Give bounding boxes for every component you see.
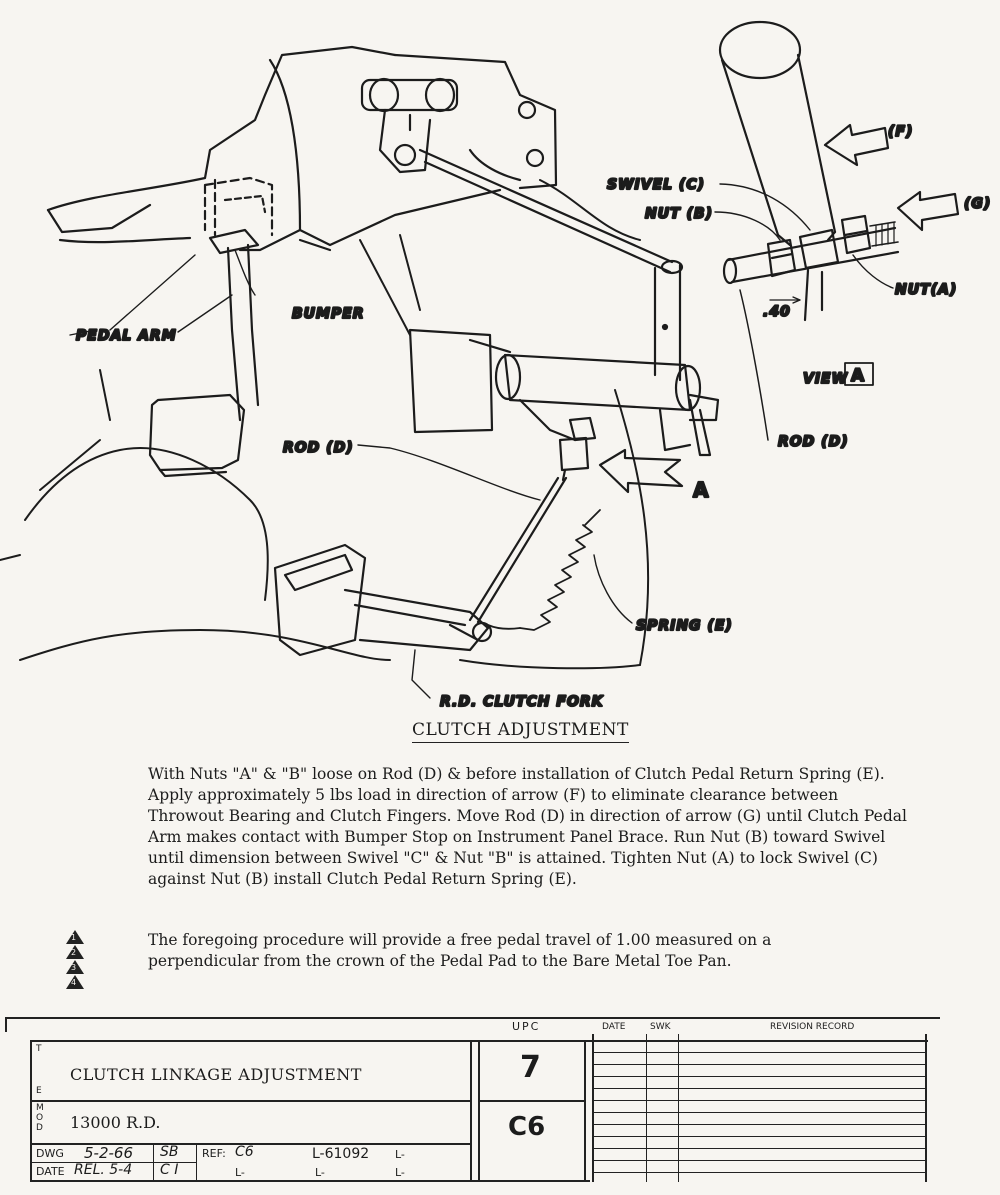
upc-value: 7 xyxy=(520,1050,541,1085)
label-view-word: VIEW xyxy=(803,371,848,387)
label-pedal-arm: PEDAL ARM xyxy=(76,328,177,344)
floor-panel xyxy=(0,179,650,670)
l-blank: L- xyxy=(315,1166,325,1179)
label-f: (F) xyxy=(888,124,913,140)
delta-mark: 2 xyxy=(66,945,84,959)
date-label: DATE xyxy=(36,1165,65,1178)
label-spring-e: SPRING (E) xyxy=(636,618,733,634)
title-suffix: E xyxy=(36,1086,42,1096)
section-code: C6 xyxy=(508,1112,546,1142)
model-number: 13000 R.D. xyxy=(70,1113,161,1132)
delta-mark: 3 xyxy=(66,960,84,974)
l-number: L-61092 xyxy=(312,1146,370,1162)
release-date: REL. 5-4 xyxy=(74,1162,133,1178)
model-prefix: MOD xyxy=(36,1103,44,1133)
delta-mark: 4 xyxy=(66,975,84,989)
revision-deltas: 1 2 3 4 xyxy=(66,930,90,990)
rod-d xyxy=(468,476,568,624)
bumper-bracket xyxy=(203,176,274,255)
clutch-fork xyxy=(273,543,493,657)
lower-swivel xyxy=(558,416,597,482)
ref-value: C6 xyxy=(235,1144,254,1160)
dwg-label: DWG xyxy=(36,1147,64,1160)
drawing-title: CLUTCH LINKAGE ADJUSTMENT xyxy=(70,1065,362,1084)
instrument-panel-brace xyxy=(46,45,558,252)
swk-header: SWK xyxy=(650,1022,671,1032)
rod-upper xyxy=(418,148,684,275)
label-g: (G) xyxy=(964,196,991,212)
view-a-detail xyxy=(718,20,900,441)
clutch-linkage-diagram: (F) (G) SWIVEL (C) NUT (B) NUT(A) .40 VI… xyxy=(0,20,991,711)
procedure-paragraph: With Nuts "A" & "B" loose on Rod (D) & b… xyxy=(148,765,907,888)
pedal-pivot xyxy=(360,77,459,174)
bellcrank xyxy=(408,263,720,457)
label-clutch-fork: R.D. CLUTCH FORK xyxy=(440,694,604,710)
arrow-g xyxy=(896,190,960,232)
label-swivel-c: SWIVEL (C) xyxy=(607,177,705,193)
label-nut-b: NUT (B) xyxy=(645,206,713,222)
label-nut-a: NUT(A) xyxy=(895,282,957,298)
label-rod-d-right: ROD (D) xyxy=(778,434,849,450)
l-suffix: L- xyxy=(395,1148,405,1161)
dwg-date: 5-2-66 xyxy=(84,1144,133,1162)
date-header: DATE xyxy=(602,1022,626,1032)
label-rod-d-left: ROD (D) xyxy=(283,440,354,456)
arrow-a xyxy=(598,448,684,494)
upc-header: UPC xyxy=(512,1020,541,1033)
label-dimension: .40 xyxy=(763,304,791,320)
label-bumper: BUMPER xyxy=(292,306,365,322)
label-view-letter: A xyxy=(851,366,865,386)
label-arrow-a: A xyxy=(693,478,709,502)
leader-lines xyxy=(69,183,894,699)
return-spring xyxy=(487,509,601,631)
release-initials: C I xyxy=(160,1162,179,1178)
section-title: CLUTCH ADJUSTMENT xyxy=(412,720,629,743)
ref-label: REF: xyxy=(202,1147,226,1160)
delta-mark: 1 xyxy=(66,930,84,944)
pedal-arm xyxy=(148,243,260,478)
l-blank: L- xyxy=(235,1166,245,1179)
dwg-initials: SB xyxy=(160,1144,179,1160)
arrow-f xyxy=(823,123,890,167)
l-blank: L- xyxy=(395,1166,405,1179)
free-travel-note: The foregoing procedure will provide a f… xyxy=(148,931,772,970)
revision-record-header: REVISION RECORD xyxy=(770,1022,855,1032)
title-prefix: T xyxy=(36,1044,42,1054)
